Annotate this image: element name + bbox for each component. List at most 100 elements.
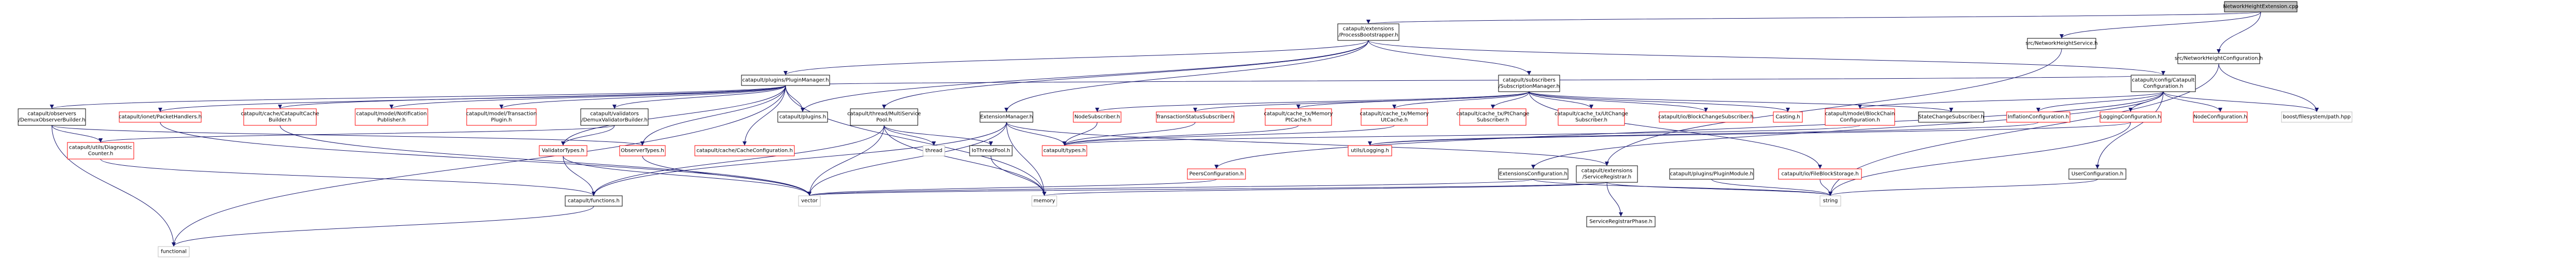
- node-box: [1187, 168, 1246, 180]
- node-label: vector: [801, 198, 818, 204]
- node-usercfg[interactable]: UserConfiguration.h: [2068, 168, 2126, 180]
- node-label: catapult/model/Transaction: [466, 111, 537, 117]
- node-label: NodeConfiguration.h: [2193, 114, 2247, 120]
- edge-plugmgr-to-memory: [785, 85, 1046, 196]
- node-functional: functional: [158, 246, 190, 257]
- node-box: [1778, 168, 1862, 180]
- node-box: [1498, 75, 1560, 92]
- node-label: utils/Logging.h: [1351, 148, 1389, 154]
- edge-nhcfg-to-boostpath: [2218, 63, 2319, 112]
- node-valtypes[interactable]: ValidatorTypes.h: [539, 145, 587, 156]
- edge-loggingcfg-to-string: [1828, 122, 2131, 196]
- node-obstypes[interactable]: ObserverTypes.h: [619, 145, 666, 156]
- node-label: Counter.h: [88, 151, 114, 157]
- node-box: [119, 111, 202, 123]
- node-filestorage[interactable]: catapult/io/FileBlockStorage.h: [1778, 168, 1862, 180]
- edge-catcfg-to-boostpath: [2163, 91, 2319, 112]
- node-nhsvc[interactable]: src/NetworkHeightService.h: [2025, 38, 2098, 49]
- header-nodes: NetworkHeightExtension.cpp catapult/exten…: [18, 1, 2353, 257]
- edge-extmgr-to-typesh: [1006, 122, 1067, 146]
- node-cachecfg[interactable]: catapult/cache/CacheConfiguration.h: [694, 145, 795, 156]
- dependency-edges: [50, 11, 2319, 247]
- node-typesh[interactable]: catapult/types.h: [1042, 145, 1087, 156]
- node-extcfg[interactable]: ExtensionsConfiguration.h: [1498, 168, 1569, 180]
- node-box: [1498, 168, 1569, 180]
- node-label: catapult/extensions: [1343, 26, 1394, 32]
- node-servicereg[interactable]: catapult/extensions/ServiceRegistrar.h: [1576, 165, 1638, 183]
- node-valbuilder[interactable]: catapult/validators/DemuxValidatorBuilde…: [580, 108, 649, 126]
- node-logging[interactable]: utils/Logging.h: [1348, 145, 1392, 156]
- edge-plugmgr-to-valtypes: [561, 85, 786, 146]
- node-box: [1265, 108, 1332, 126]
- node-label: NodeSubscriber.h: [1074, 114, 1120, 120]
- node-inflationcfg[interactable]: InflationConfiguration.h: [2006, 111, 2070, 123]
- node-pluginmodule[interactable]: catapult/plugins/PluginModule.h: [1669, 168, 1754, 180]
- edge-plugmgr-to-obstypes: [640, 85, 786, 146]
- node-box: [243, 108, 317, 126]
- node-box: [2224, 1, 2298, 12]
- node-subsmgr[interactable]: catapult/subscribers/SubscriptionManager…: [1498, 75, 1560, 92]
- node-box: [1031, 195, 1057, 207]
- edge-root-to-nhsvc: [2060, 11, 2261, 39]
- node-box: [922, 145, 945, 156]
- node-pbs[interactable]: catapult/extensions/ProcessBootstrapper.…: [1337, 23, 1399, 41]
- node-pluginsh[interactable]: catapult/plugins.h: [777, 111, 828, 123]
- node-root[interactable]: NetworkHeightExtension.cpp: [2223, 1, 2299, 12]
- node-box: [1042, 145, 1087, 156]
- node-box: [1361, 108, 1428, 126]
- node-vector: vector: [798, 195, 821, 207]
- node-box: [67, 142, 134, 160]
- node-peerscfg[interactable]: PeersConfiguration.h: [1187, 168, 1246, 180]
- node-plugmgr[interactable]: catapult/plugins/PluginManager.h: [741, 75, 830, 86]
- node-label: catapult/extensions: [1581, 168, 1632, 174]
- node-srvphase[interactable]: ServiceRegistrarPhase.h: [1586, 216, 1656, 227]
- node-label: PtCache.h: [1285, 118, 1312, 123]
- edge-extcfg-to-string: [1533, 179, 1832, 196]
- node-extmgr[interactable]: ExtensionManager.h: [979, 111, 1033, 123]
- node-box: [1348, 145, 1392, 156]
- edge-pbs-to-catcfg: [1368, 40, 2165, 76]
- node-box: [1669, 168, 1754, 180]
- edge-threadpool-to-iothreadpool: [884, 125, 993, 146]
- node-box: [619, 145, 666, 156]
- node-nodecfg[interactable]: NodeConfiguration.h: [2193, 111, 2248, 123]
- edge-threadpool-to-thread: [884, 125, 936, 146]
- edge-servicereg-to-string: [1606, 182, 1832, 196]
- node-label: catapult/cache_tx/UtChange: [1555, 111, 1628, 117]
- node-nhcfg[interactable]: src/NetworkHeightConfiguration.h: [2175, 53, 2263, 64]
- node-box: [741, 75, 830, 86]
- node-casting[interactable]: Casting.h: [1773, 111, 1803, 123]
- node-label: catapult/ionet/PacketHandlers.h: [119, 114, 202, 120]
- node-txstatsub[interactable]: TransactionStatusSubscriber.h: [1156, 111, 1235, 123]
- node-loggingcfg[interactable]: LoggingConfiguration.h: [2099, 111, 2162, 123]
- edge-obstypes-to-vector: [642, 155, 811, 196]
- node-statechgsub[interactable]: StateChangeSubscriber.h: [1918, 111, 1984, 123]
- node-label: catapult/plugins/PluginModule.h: [1670, 171, 1753, 177]
- node-box: [1459, 108, 1527, 126]
- node-blkchgsub[interactable]: catapult/io/BlockChangeSubscriber.h: [1658, 111, 1754, 123]
- node-pkthandlers[interactable]: catapult/ionet/PacketHandlers.h: [119, 111, 202, 123]
- edge-threadpool-to-memory: [884, 125, 1046, 196]
- node-label: ValidatorTypes.h: [542, 148, 584, 154]
- node-functions[interactable]: catapult/functions.h: [565, 195, 623, 207]
- node-nodesub[interactable]: NodeSubscriber.h: [1073, 111, 1122, 123]
- node-obsbuilder[interactable]: catapult/observers/DemuxObserverBuilder.…: [18, 108, 86, 126]
- node-iothreadpool[interactable]: IoThreadPool.h: [969, 145, 1013, 156]
- node-box: [580, 108, 649, 126]
- node-label: ServiceRegistrarPhase.h: [1589, 219, 1653, 225]
- edge-root-to-nhcfg: [2217, 11, 2261, 54]
- edge-catcfg-to-extcfg: [1531, 91, 2164, 169]
- node-box: [355, 108, 428, 126]
